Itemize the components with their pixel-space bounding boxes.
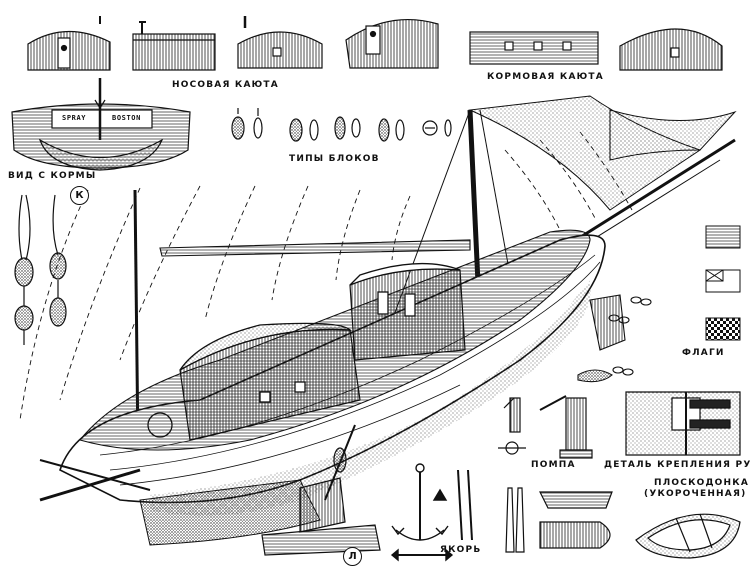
oars-drawing [505, 487, 525, 553]
jib-sail [468, 95, 702, 211]
pump-label: ПОМПА [531, 460, 576, 470]
reference-mark-k: К [70, 186, 89, 205]
stern-cabin-side-2 [469, 31, 599, 65]
stern-cabin-side-1 [345, 18, 439, 69]
pump-drawing [498, 395, 593, 459]
stern-plaque-name: SPRAY [62, 114, 87, 122]
flag-striped [705, 225, 741, 249]
stern-cabin-label: КОРМОВАЯ КАЮТА [487, 72, 604, 82]
stern-cabin-side-3 [619, 28, 723, 71]
hull-lower-shading [150, 280, 592, 516]
bowsprit [559, 138, 736, 252]
bow-cabin-side-3 [237, 16, 323, 69]
flags-label: ФЛАГИ [682, 348, 725, 358]
dinghy-label-line1: ПЛОСКОДОНКА [654, 478, 749, 488]
rudder-detail-drawing [625, 391, 741, 456]
bow-cabin-side-2 [132, 21, 216, 71]
anchor-label: ЯКОРЬ [440, 545, 482, 555]
aft-cabin-roof [179, 322, 352, 371]
stern-view-drawing [11, 78, 191, 171]
dinghy-drawing [539, 491, 741, 559]
bow-cabin-side-1 [27, 16, 111, 71]
rudder-detail-label: ДЕТАЛЬ КРЕПЛЕНИЯ РУЛЯ [604, 460, 750, 470]
flag-checkered [705, 317, 741, 341]
topsail [609, 109, 737, 161]
stern-plaque-port: BOSTON [112, 114, 141, 122]
flags-drawing [705, 225, 741, 341]
stern-view-label: ВИД С КОРМЫ [8, 171, 97, 181]
block-types-drawing [231, 108, 452, 142]
bow-cabin-label: НОСОВАЯ КАЮТА [172, 80, 279, 90]
main-sailboat [19, 95, 737, 546]
reference-mark-l: Л [343, 547, 362, 566]
main-boom [159, 239, 471, 257]
anchor-drawing [390, 463, 473, 562]
bow-cabin-views [27, 16, 723, 71]
block-types-label: ТИПЫ БЛОКОВ [289, 154, 380, 164]
chainplate-detail [577, 294, 652, 383]
chain-block-detail [14, 194, 67, 345]
dinghy-label-line2: (УКОРОЧЕННАЯ) [644, 489, 747, 499]
